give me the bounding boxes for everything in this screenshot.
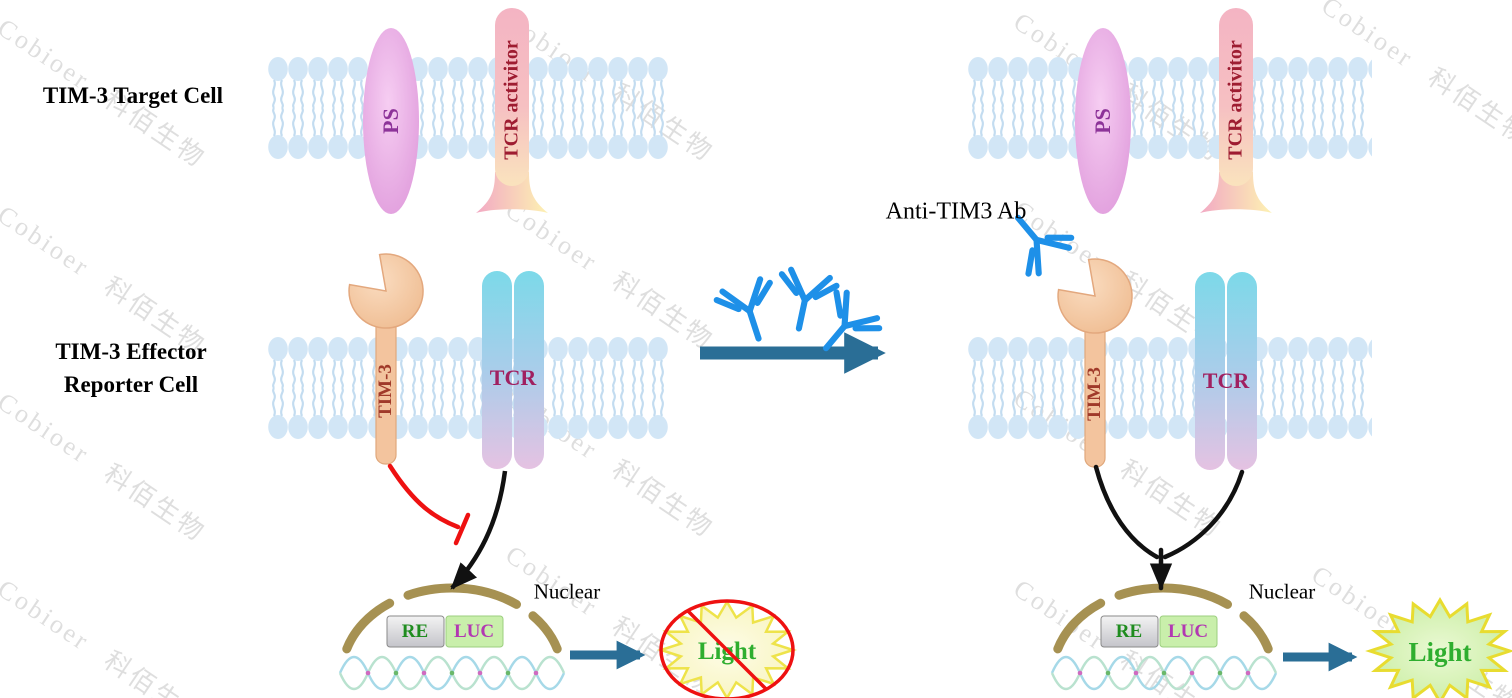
antibody-icon bbox=[772, 268, 838, 334]
ps-protein-right bbox=[1075, 28, 1131, 214]
prohibition-circle bbox=[659, 599, 795, 698]
luc-label-right: LUC bbox=[1167, 621, 1209, 642]
tcr-label-left: TCR bbox=[489, 365, 537, 390]
anti-tim3-ab-label: Anti-TIM3 Ab bbox=[885, 198, 1027, 225]
tcr-activator-label-left: TCR activitor bbox=[500, 40, 523, 160]
nuclear-label-left: Nuclear bbox=[533, 579, 601, 604]
effector-cell-label-line2: Reporter Cell bbox=[63, 372, 199, 397]
tim3-label-right: TIM-3 bbox=[1084, 367, 1105, 421]
ps-protein-left bbox=[363, 28, 419, 214]
re-box-right bbox=[1100, 615, 1159, 648]
ps-label-right: PS bbox=[1090, 108, 1115, 134]
tim3-label-left: TIM-3 bbox=[375, 364, 396, 418]
tcr-receptor-left bbox=[482, 271, 544, 469]
effector-cell-label-line1: TIM-3 Effector bbox=[55, 339, 207, 364]
tcr-activator-label-right: TCR activitor bbox=[1224, 40, 1247, 160]
prohibition-slash bbox=[686, 609, 768, 691]
re-box-left bbox=[386, 615, 445, 648]
signal-arrow-left bbox=[450, 470, 508, 590]
target-cell-membrane-left bbox=[268, 56, 668, 160]
dna-helix-left bbox=[338, 655, 566, 691]
antibody-icon bbox=[715, 277, 785, 347]
tim3-receptor-left bbox=[348, 253, 424, 465]
tcr-activator-left bbox=[476, 8, 548, 213]
light-label-right: Light bbox=[1408, 637, 1471, 667]
re-label-right: RE bbox=[1115, 621, 1143, 642]
luc-label-left: LUC bbox=[453, 621, 495, 642]
effector-cell-membrane-left bbox=[268, 336, 668, 440]
re-label-left: RE bbox=[401, 621, 429, 642]
dna-helix-right bbox=[1050, 655, 1278, 691]
light-symbol: Light bbox=[1365, 597, 1512, 698]
target-cell-label: TIM-3 Target Cell bbox=[42, 83, 224, 108]
luc-box-right bbox=[1159, 615, 1218, 648]
effector-cell-membrane-right bbox=[968, 336, 1372, 440]
inhibition-line-left bbox=[387, 463, 471, 546]
ps-label-left: PS bbox=[378, 108, 403, 134]
tcr-label-right: TCR bbox=[1202, 368, 1250, 393]
nuclear-label-right: Nuclear bbox=[1248, 579, 1316, 604]
tcr-receptor-right bbox=[1195, 272, 1257, 470]
tcr-activator-right bbox=[1200, 8, 1272, 213]
luc-box-left bbox=[445, 615, 504, 648]
signal-arrows-right bbox=[1093, 464, 1245, 591]
no-light-symbol: Light bbox=[656, 599, 798, 698]
target-cell-membrane-right bbox=[968, 56, 1372, 160]
